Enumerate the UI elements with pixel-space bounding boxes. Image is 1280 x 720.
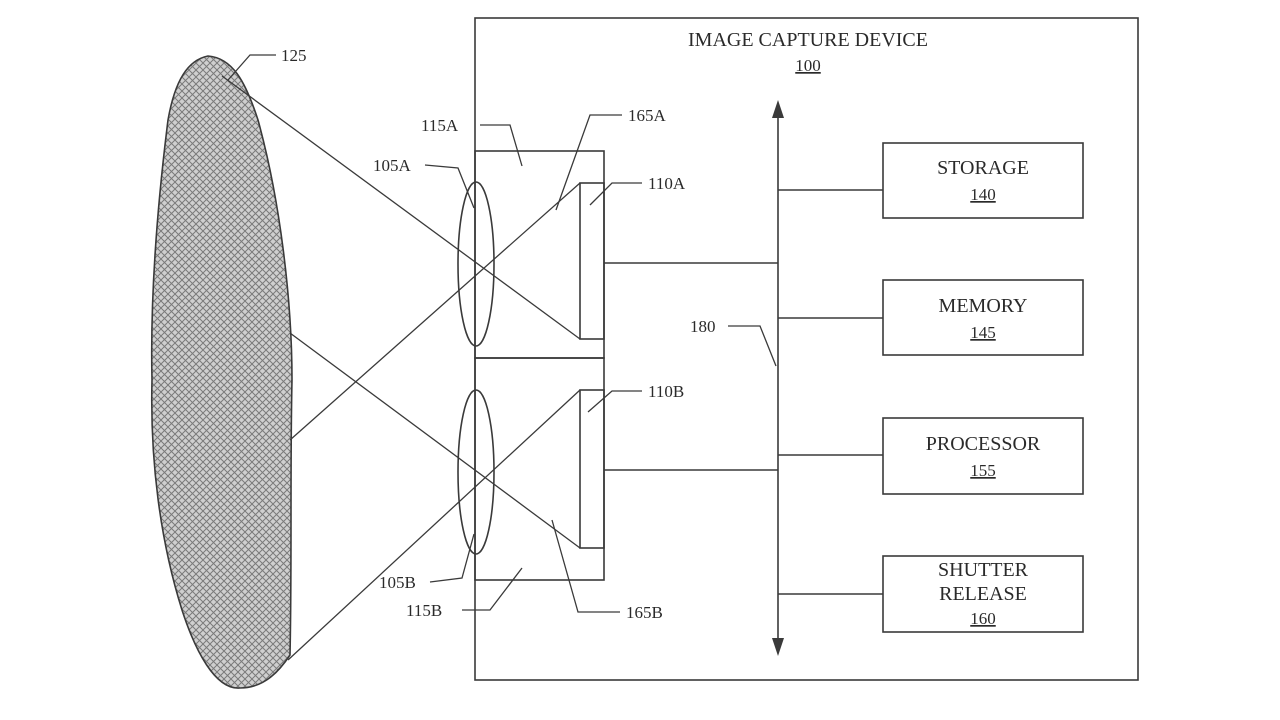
processor-title: PROCESSOR <box>926 433 1041 455</box>
label-165a: 165A <box>556 106 667 210</box>
memory-title: MEMORY <box>939 295 1028 317</box>
sensor-b <box>580 390 604 548</box>
label-115b: 115B <box>406 568 522 620</box>
bus-arrow-bottom <box>772 638 784 656</box>
shutter-title-line1: SHUTTER <box>938 559 1029 581</box>
memory-block: MEMORY 145 <box>883 280 1083 355</box>
device-ref: 100 <box>795 56 821 75</box>
shutter-release-block: SHUTTER RELEASE 160 <box>883 556 1083 632</box>
fov-line-a-bottom <box>290 183 580 440</box>
lens-b <box>458 390 494 554</box>
processor-block: PROCESSOR 155 <box>883 418 1083 494</box>
label-110a-text: 110A <box>648 174 686 193</box>
label-180: 180 <box>690 317 776 366</box>
label-115a: 115A <box>421 116 522 166</box>
label-165b-text: 165B <box>626 603 663 622</box>
device-title: IMAGE CAPTURE DEVICE <box>688 29 928 51</box>
processor-ref: 155 <box>970 461 996 480</box>
storage-ref: 140 <box>970 185 996 204</box>
label-105b-text: 105B <box>379 573 416 592</box>
label-110b-text: 110B <box>648 382 684 401</box>
fov-line-b-top <box>290 333 580 548</box>
label-125-text: 125 <box>281 46 307 65</box>
label-125: 125 <box>228 46 307 80</box>
storage-block: STORAGE 140 <box>883 143 1083 218</box>
scene-object <box>152 56 292 688</box>
sensor-a <box>580 183 604 339</box>
label-165b: 165B <box>552 520 663 622</box>
shutter-ref: 160 <box>970 609 996 628</box>
label-115b-text: 115B <box>406 601 442 620</box>
label-105a-text: 105A <box>373 156 412 175</box>
memory-ref: 145 <box>970 323 996 342</box>
label-115a-text: 115A <box>421 116 459 135</box>
bus-arrow-top <box>772 100 784 118</box>
label-180-text: 180 <box>690 317 716 336</box>
shutter-title-line2: RELEASE <box>939 583 1027 605</box>
label-110b: 110B <box>588 382 684 412</box>
label-105a: 105A <box>373 156 474 208</box>
storage-title: STORAGE <box>937 157 1029 179</box>
label-165a-text: 165A <box>628 106 667 125</box>
